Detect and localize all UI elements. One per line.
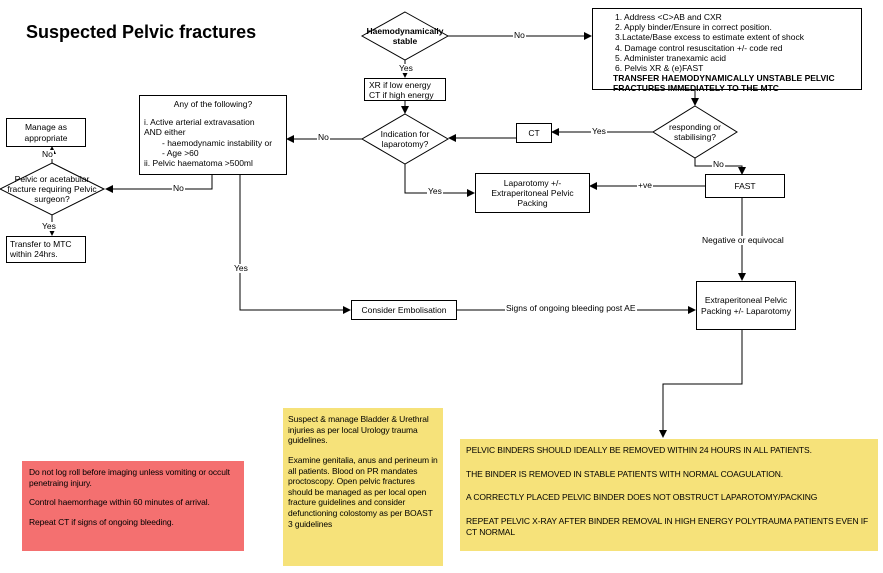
label-yes-responding: Yes [591, 126, 607, 137]
label-no-unstable: No [513, 30, 526, 41]
label-no-indication: No [317, 132, 330, 143]
label-no-responding: No [712, 159, 725, 170]
red-note-line: Control haemorrhage within 60 minutes of… [29, 497, 210, 508]
consider-embolisation-box: Consider Embolisation [351, 300, 457, 320]
yellow-right-line: THE BINDER IS REMOVED IN STABLE PATIENTS… [466, 468, 784, 479]
label-yes-acetabular: Yes [41, 221, 57, 232]
xr-ct-line: CT if high energy [369, 90, 434, 101]
any-following-line: - haemodynamic instability or [162, 137, 273, 148]
laparotomy-packing-box: Laparotomy +/- Extraperitoneal Pelvic Pa… [475, 173, 590, 213]
yellow-middle-line: Suspect & manage Bladder & Urethral inju… [288, 414, 429, 446]
label-positive-fast: +ve [637, 180, 653, 191]
yellow-right-line: PELVIC BINDERS SHOULD IDEALLY BE REMOVED… [466, 445, 812, 455]
xr-ct-box: XR if low energy CT if high energy [364, 78, 446, 101]
label-no-acetabular: No [41, 149, 54, 160]
unstable-action-item: 1. Address <C>AB and CXR [615, 12, 722, 22]
unstable-actions-box: 1. Address <C>AB and CXR 2. Apply binder… [592, 8, 862, 94]
yellow-right-line: REPEAT PELVIC X-RAY AFTER BINDER REMOVAL… [466, 515, 869, 537]
any-following-line: - Age >60 [162, 147, 199, 158]
transfer-mtc-box: Transfer to MTC within 24hrs. [6, 236, 86, 263]
yellow-middle-line: Examine genitalia, anus and perineum in … [288, 454, 438, 529]
label-no-any: No [172, 183, 185, 194]
unstable-action-item: 3.Lactate/Base excess to estimate extent… [615, 32, 804, 43]
red-note: Do not log roll before imaging unless vo… [22, 461, 244, 551]
manage-box: Manage as appropriate [6, 118, 86, 147]
any-following-title: Any of the following? [173, 99, 253, 109]
xr-ct-line: XR if low energy [369, 80, 431, 90]
any-following-box: Any of the following? i. Active arterial… [139, 95, 287, 175]
haemo-stable-text: Haemodynamically stable [366, 25, 444, 46]
extraperitoneal-box: Extraperitoneal Pelvic Packing +/- Lapar… [696, 281, 796, 330]
yellow-note-middle: Suspect & manage Bladder & Urethral inju… [283, 408, 443, 566]
unstable-action-item: 4. Damage control resuscitation +/- code… [615, 42, 783, 53]
responding-text: responding or stabilising? [669, 121, 721, 142]
fast-box: FAST [705, 174, 785, 198]
label-bleeding-post-ae: Signs of ongoing bleeding post AE [505, 303, 637, 314]
label-yes-indication: Yes [427, 186, 443, 197]
yellow-right-line: A CORRECTLY PLACED PELVIC BINDER DOES NO… [466, 492, 818, 503]
label-negative-fast: Negative or equivocal [701, 235, 785, 246]
unstable-action-item: 5. Administer tranexamic acid [615, 52, 727, 63]
label-yes-any: Yes [233, 263, 249, 274]
yellow-note-right: PELVIC BINDERS SHOULD IDEALLY BE REMOVED… [460, 439, 878, 551]
acetabular-text: Pelvic or acetabular fracture requiring … [7, 173, 97, 205]
red-note-line: Do not log roll before imaging unless vo… [29, 467, 230, 488]
ct-box: CT [516, 123, 552, 143]
label-yes-stable: Yes [398, 63, 414, 74]
red-note-line: Repeat CT if signs of ongoing bleeding. [29, 516, 174, 527]
indication-laparotomy-text: Indication for laparotomy? [380, 128, 430, 149]
any-following-line: i. Active arterial extravasation [144, 117, 255, 128]
unstable-action-item: 2. Apply binder/Ensure in correct positi… [615, 22, 772, 33]
unstable-transfer-text: TRANSFER HAEMODYNAMICALLY UNSTABLE PELVI… [613, 73, 835, 94]
page-title: Suspected Pelvic fractures [26, 22, 257, 42]
any-following-line: AND either [144, 127, 186, 138]
unstable-action-item: 6. Pelvis XR & (e)FAST [615, 62, 704, 73]
any-following-line: ii. Pelvic haematoma >500ml [144, 157, 253, 168]
